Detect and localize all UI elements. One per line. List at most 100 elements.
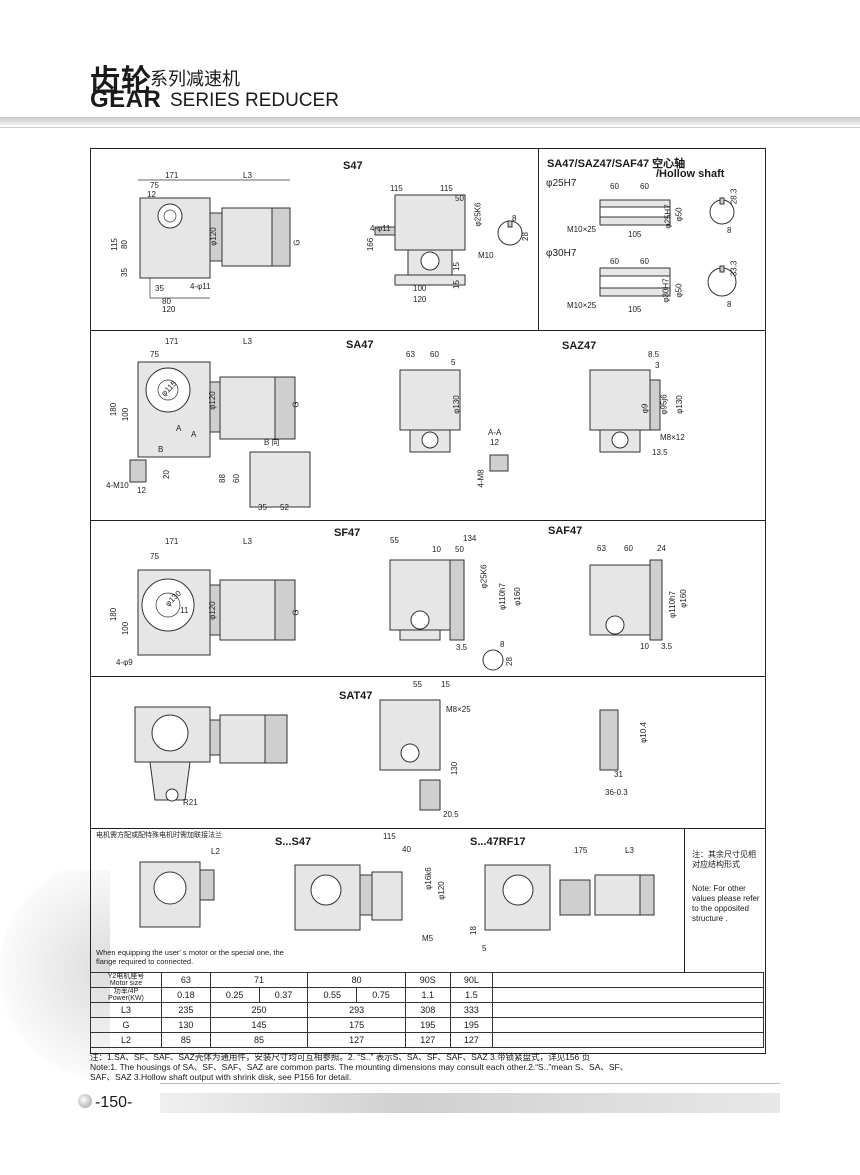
s47-dim-8: 8 [512, 214, 517, 223]
sat47-dim-55: 55 [413, 680, 422, 689]
header-cn-main: 齿轮 [90, 64, 152, 99]
sa47-dim-phi120: φ120 [207, 391, 217, 410]
title-sf47: SF47 [334, 527, 361, 539]
sa47-dim-g: G [291, 401, 301, 408]
sf47-side-view [137, 569, 296, 656]
saf47-dim-63: 63 [597, 544, 606, 553]
footnote-en1: Note:1. The housings of SA、SF、SAF、SAZ ar… [90, 1062, 629, 1072]
sa47-dim-88: 88 [217, 474, 227, 483]
s-s47-dim-l2: L2 [211, 847, 220, 856]
title-hollow: SA47/SAZ47/SAF47 空心轴 [547, 158, 686, 170]
s47-dim-12: 12 [147, 190, 156, 199]
hollow-d1: φ25H7 [546, 178, 577, 189]
title-s-47rf17: S...47RF17 [470, 836, 526, 848]
motor-size-63: 63 [161, 972, 211, 988]
footer-line [160, 1083, 780, 1084]
footnote-en2: SAF、SAZ 3.Hollow shaft output with shrin… [90, 1072, 352, 1082]
sf47-dim-phi25k6: φ25K6 [479, 564, 489, 589]
sat47-dim-m8x25: M8×25 [446, 705, 471, 714]
sf47-front-view [389, 559, 504, 671]
sf47-dim-28: 28 [504, 657, 514, 666]
header-rule-line [0, 127, 860, 128]
sa47-views [129, 361, 311, 508]
table-row: Y2电机座号 Motor size 63 71 80 90S 90L [90, 972, 764, 988]
s47-dim-m10: M10 [478, 251, 494, 260]
hollow-dim-60a: 60 [610, 182, 619, 191]
sa47-dim-52: 52 [280, 503, 289, 512]
header-rule [0, 117, 860, 125]
side-note-en: Note: For other values please refer to t… [692, 884, 760, 923]
divider-3 [90, 676, 765, 677]
hollow-dim-phi25h7: φ25H7 [663, 204, 673, 229]
saf47-dim-60: 60 [624, 544, 633, 553]
saf47-dim-3-5: 3.5 [661, 642, 673, 651]
motor-size-header: Y2电机座号 Motor size [90, 972, 162, 988]
sa47-front-view [399, 369, 509, 472]
s47-dim-15b: 15 [451, 280, 461, 289]
sa47-dim-phi130: φ130 [451, 395, 461, 414]
s47-dim-phi25k6: φ25K6 [473, 202, 483, 227]
title-saz47: SAZ47 [562, 340, 597, 352]
sf47-dim-50: 50 [455, 545, 464, 554]
sa47-dim-12b: 12 [490, 438, 499, 447]
sat47-dim-31: 31 [614, 770, 623, 779]
s47-dim-120: 120 [162, 305, 176, 314]
rf17-dim-l3: L3 [625, 846, 634, 855]
sf47-dim-3-5: 3.5 [456, 643, 468, 652]
s47-side-view [138, 179, 291, 299]
sa47-dim-60b: 60 [430, 350, 439, 359]
s47-dim-50: 50 [455, 194, 464, 203]
table-row: 功率/4P Power(KW) 0.18 0.25 0.37 0.55 0.75… [90, 987, 764, 1003]
s47-dim-166: 166 [366, 237, 376, 252]
sa47-dim-l3: L3 [243, 337, 252, 346]
title-saf47: SAF47 [548, 525, 583, 537]
sf47-dim-171: 171 [165, 537, 179, 546]
title-sat47: SAT47 [339, 690, 373, 702]
s-s47-dim-5: 5 [482, 944, 487, 953]
sf47-dim-10: 10 [432, 545, 441, 554]
s47-dim-g: G [292, 239, 302, 246]
sa47-label-b-view: B 向 [264, 438, 280, 447]
s47-dim-80b: 80 [162, 297, 171, 306]
sa47-dim-5: 5 [451, 358, 456, 367]
hollow-dim-60c: 60 [610, 257, 619, 266]
sf47-dim-8: 8 [500, 640, 505, 649]
s47-dim-115b: 115 [440, 184, 453, 193]
sa47-dim-100: 100 [121, 407, 131, 422]
hollow-dim-m10a: M10×25 [567, 225, 597, 234]
hollow-dim-60b: 60 [640, 182, 649, 191]
sf47-dim-phi160: φ160 [512, 587, 522, 606]
sat47-dim-phi10-4: φ10.4 [638, 722, 648, 743]
saz47-dim-8-5: 8.5 [648, 350, 660, 359]
s47-dim-171: 171 [165, 171, 179, 180]
hollow-dim-phi50b: φ50 [674, 283, 684, 298]
sf47-dim-55: 55 [390, 536, 399, 545]
saz47-dim-3: 3 [655, 361, 660, 370]
sf47-dim-4phi9: 4-φ9 [116, 658, 133, 667]
footnote-cn: 注：1.SA、SF、SAF、SAZ壳体为通用件，安装尺寸均可互相参照。2. “S… [90, 1052, 591, 1062]
sat47-dim-36: 36-0.3 [605, 788, 628, 797]
hollow-dim-8b: 8 [727, 300, 732, 309]
s47-dim-120b: 120 [413, 295, 427, 304]
sf47-dim-134: 134 [463, 534, 477, 543]
page-bullet-icon [78, 1094, 92, 1108]
s-s47-dim-40: 40 [402, 845, 411, 854]
sa47-label-a1: A [176, 424, 182, 433]
sf47-dim-phi120: φ120 [207, 601, 217, 620]
sa47-dim-4m8: 4-M8 [476, 469, 486, 488]
hollow-d2: φ30H7 [546, 248, 577, 259]
hollow-dim-phi30h7: φ30H7 [661, 278, 671, 303]
motor-size-80: 80 [307, 972, 406, 988]
hollow-dim-105b: 105 [628, 305, 642, 314]
sa47-label-b: B [158, 445, 164, 454]
s47-dim-l3: L3 [243, 171, 252, 180]
divider-note [684, 828, 685, 972]
hollow-dim-105a: 105 [628, 230, 642, 239]
footnotes: 注：1.SA、SF、SAF、SAZ壳体为通用件，安装尺寸均可互相参照。2. “S… [90, 1052, 770, 1082]
divider-1 [90, 330, 765, 331]
title-hollow-en: /Hollow shaft [656, 168, 725, 180]
divider-4 [90, 828, 765, 829]
sat47-dim-15: 15 [441, 680, 450, 689]
sa47-dim-4m10: 4-M10 [106, 481, 129, 490]
sf47-dim-75: 75 [150, 552, 159, 561]
